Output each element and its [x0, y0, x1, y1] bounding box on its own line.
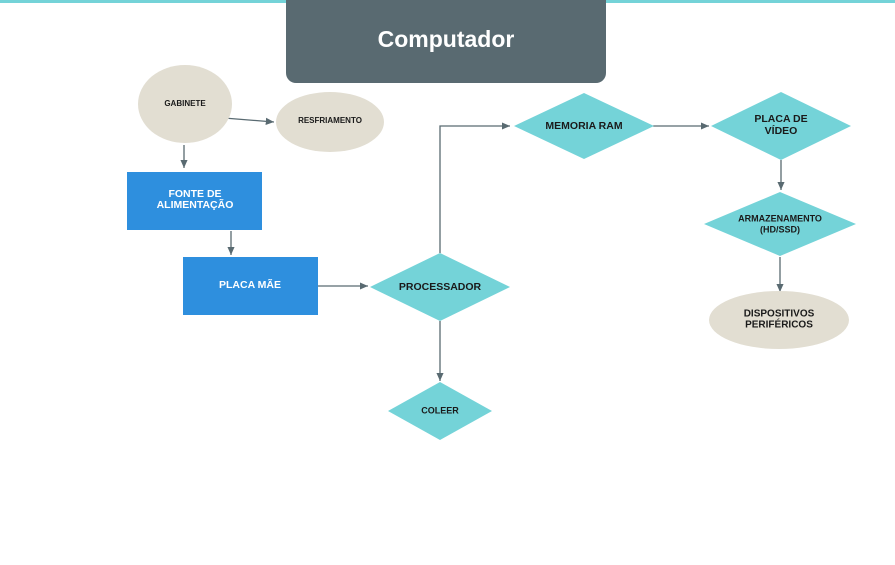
node-resfriamento: RESFRIAMENTO	[276, 92, 384, 152]
node-dispositivos-label-line1: DISPOSITIVOS	[744, 309, 815, 320]
node-placa-mae-label: PLACA MÃE	[219, 278, 281, 291]
node-gabinete: GABINETE	[138, 65, 232, 143]
node-processador: PROCESSADOR	[370, 253, 510, 321]
node-processador-label: PROCESSADOR	[399, 281, 482, 293]
node-armazenamento-label-line2: (HD/SSD)	[760, 224, 800, 234]
page-title: Computador	[377, 26, 515, 52]
node-placa-video-label-line1: PLACA DE	[754, 113, 807, 125]
node-placa-mae: PLACA MÃE	[183, 257, 318, 315]
node-armazenamento: ARMAZENAMENTO (HD/SSD)	[704, 192, 856, 256]
node-dispositivos-label-line2: PERIFÉRICOS	[745, 318, 813, 331]
node-memoria-ram-label: MEMORIA RAM	[545, 120, 622, 132]
edge-gabinete-resfriamento	[223, 117, 275, 125]
node-coleer: COLEER	[388, 382, 492, 440]
node-resfriamento-label: RESFRIAMENTO	[298, 116, 362, 125]
node-armazenamento-label-line1: ARMAZENAMENTO	[738, 213, 822, 223]
node-fonte: FONTE DE ALIMENTAÇÃO	[127, 172, 262, 230]
node-gabinete-label: GABINETE	[164, 99, 206, 108]
title-banner: Computador	[286, 0, 606, 83]
node-fonte-label-line2: ALIMENTAÇÃO	[157, 198, 234, 211]
node-coleer-label: COLEER	[421, 405, 459, 415]
node-memoria-ram: MEMORIA RAM	[514, 93, 654, 159]
edge-processador-memoria	[439, 122, 510, 253]
node-fonte-label-line1: FONTE DE	[168, 188, 221, 200]
node-dispositivos: DISPOSITIVOS PERIFÉRICOS	[709, 291, 849, 349]
node-placa-video-label-line2: VÍDEO	[765, 124, 798, 137]
node-placa-video: PLACA DE VÍDEO	[711, 92, 851, 160]
